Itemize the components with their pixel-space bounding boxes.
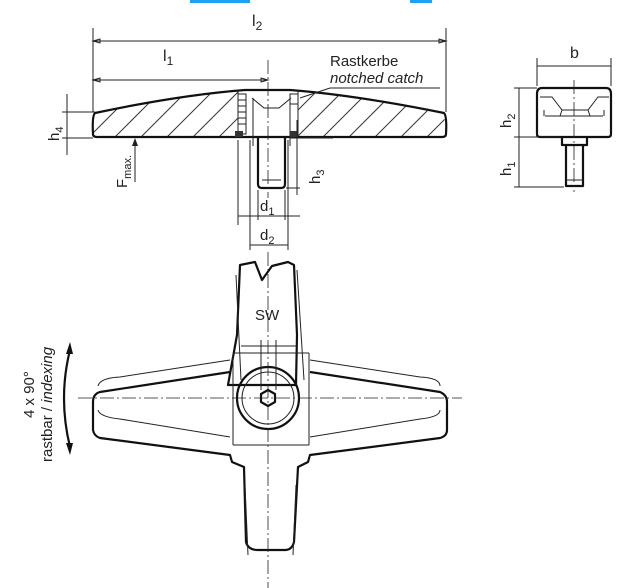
hatch-line xyxy=(189,90,246,136)
hatch-line xyxy=(476,85,531,140)
hatch-line xyxy=(423,90,446,136)
notched-catch-label: notched catch xyxy=(330,70,423,87)
indexing-angle-label: 4 x 90° xyxy=(21,371,38,418)
side-view: b h2 h1 xyxy=(498,45,613,192)
rastkerbe-label: Rastkerbe xyxy=(330,53,398,70)
h3-label: h3 xyxy=(307,170,327,184)
l1-label: l1 xyxy=(163,48,174,68)
h4-label: h4 xyxy=(46,127,66,141)
hatch-line xyxy=(371,90,428,136)
h1-label: h1 xyxy=(498,162,518,176)
header-fragment xyxy=(190,0,432,3)
d1-label: d1 xyxy=(260,198,274,218)
sw-label: SW xyxy=(255,307,280,324)
l2-label: l2 xyxy=(252,13,263,33)
rotation-arrow-icon xyxy=(62,349,72,448)
hatch-line xyxy=(450,85,505,140)
indexing-label: rastbar / indexing xyxy=(39,346,56,462)
leader-line xyxy=(299,87,440,99)
indexing-indicator: 4 x 90° rastbar / indexing xyxy=(21,342,73,462)
d2-label: d2 xyxy=(260,227,274,247)
b-label: b xyxy=(570,45,579,62)
dimensions-section: l2 l1 Rastkerbe notched catch h4 Fmax. h… xyxy=(46,13,448,250)
top-view: SW xyxy=(78,252,462,588)
hatch-line xyxy=(345,90,402,136)
hatch-line xyxy=(111,90,168,136)
h2-label: h2 xyxy=(498,114,518,128)
hatch-line xyxy=(137,90,194,136)
fmax-label: Fmax. xyxy=(114,155,134,188)
